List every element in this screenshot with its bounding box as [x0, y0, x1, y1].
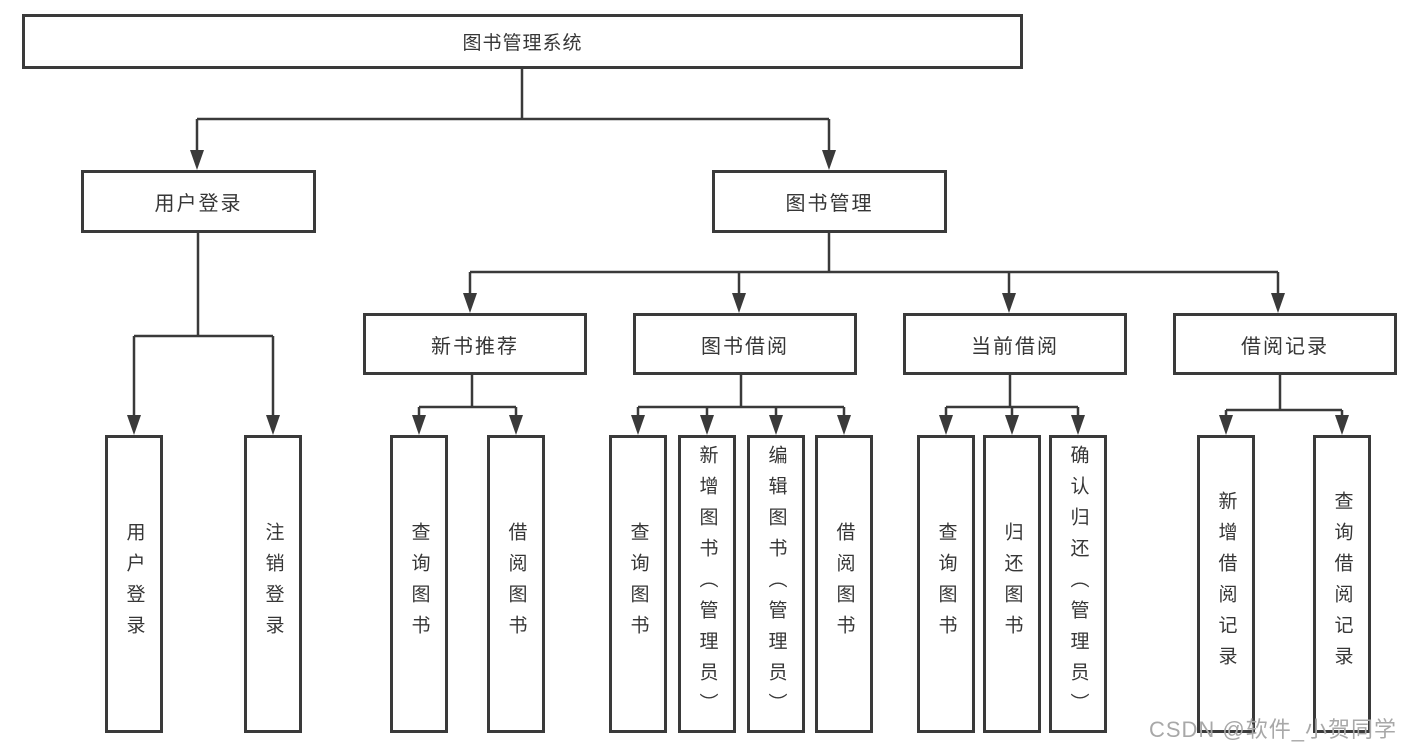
- leaf-query-books-recommend-label: 查询图书: [408, 522, 430, 646]
- leaf-add-borrow-record-label: 新增借阅记录: [1215, 491, 1237, 677]
- leaf-add-borrow-record: 新增借阅记录: [1197, 435, 1255, 733]
- leaf-query-borrow-record: 查询借阅记录: [1313, 435, 1371, 733]
- node-library-system-label: 图书管理系统: [462, 33, 583, 54]
- csdn-watermark: CSDN @软件_小贺同学: [1148, 717, 1397, 742]
- node-book-borrow: 图书借阅: [633, 313, 857, 375]
- leaf-return-books: 归还图书: [983, 435, 1041, 733]
- node-new-book-recommend-label: 新书推荐: [431, 335, 519, 358]
- node-new-book-recommend: 新书推荐: [363, 313, 587, 375]
- leaf-logout-label: 注销登录: [262, 522, 284, 646]
- node-book-borrow-label: 图书借阅: [701, 335, 789, 358]
- node-user-login: 用户登录: [81, 170, 316, 233]
- node-borrow-records: 借阅记录: [1173, 313, 1397, 375]
- leaf-borrow-books-label: 借阅图书: [833, 522, 855, 646]
- leaf-confirm-return-admin: 确认归还（管理员）: [1049, 435, 1107, 733]
- leaf-borrow-books-recommend-label: 借阅图书: [505, 522, 527, 646]
- leaf-query-books-borrow: 查询图书: [609, 435, 667, 733]
- node-current-borrow: 当前借阅: [903, 313, 1127, 375]
- leaf-query-books-recommend: 查询图书: [390, 435, 448, 733]
- node-library-system: 图书管理系统: [22, 14, 1023, 69]
- leaf-edit-book-admin-label: 编辑图书（管理员）: [765, 444, 787, 724]
- leaf-query-borrow-record-label: 查询借阅记录: [1331, 491, 1353, 677]
- leaf-add-book-admin: 新增图书（管理员）: [678, 435, 736, 733]
- node-current-borrow-label: 当前借阅: [971, 335, 1059, 358]
- node-book-management-label: 图书管理: [785, 193, 874, 215]
- leaf-user-login: 用户登录: [105, 435, 163, 733]
- leaf-borrow-books: 借阅图书: [815, 435, 873, 733]
- leaf-borrow-books-recommend: 借阅图书: [487, 435, 545, 733]
- leaf-user-login-label: 用户登录: [123, 522, 145, 646]
- leaf-logout: 注销登录: [244, 435, 302, 733]
- node-book-management: 图书管理: [712, 170, 947, 233]
- leaf-confirm-return-admin-label: 确认归还（管理员）: [1067, 444, 1089, 724]
- node-borrow-records-label: 借阅记录: [1241, 335, 1329, 358]
- leaf-return-books-label: 归还图书: [1001, 522, 1023, 646]
- leaf-query-books-borrow-label: 查询图书: [627, 522, 649, 646]
- leaf-query-books-current: 查询图书: [917, 435, 975, 733]
- leaf-query-books-current-label: 查询图书: [935, 522, 957, 646]
- leaf-add-book-admin-label: 新增图书（管理员）: [696, 444, 718, 724]
- node-user-login-label: 用户登录: [154, 193, 243, 215]
- leaf-edit-book-admin: 编辑图书（管理员）: [747, 435, 805, 733]
